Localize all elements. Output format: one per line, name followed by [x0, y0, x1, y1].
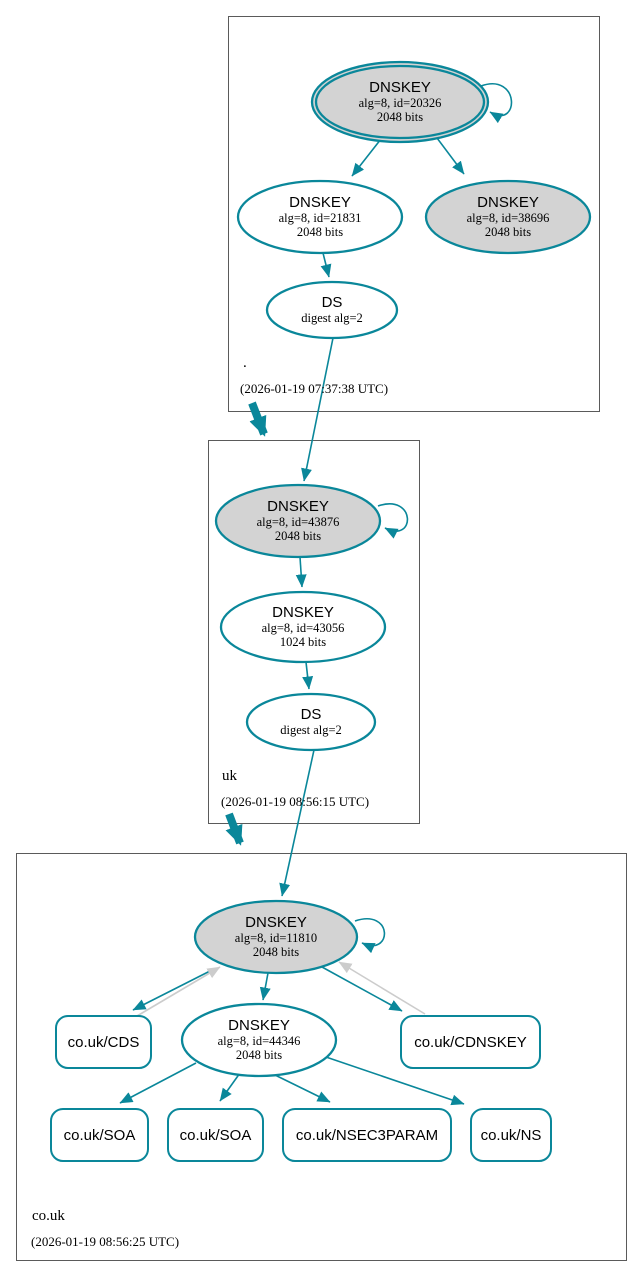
node-couk-zsk-ellipse[interactable] — [180, 1002, 338, 1078]
edge-rootds-to-ukksk — [301, 337, 334, 482]
edge-cds-to-coukksk-gray — [136, 966, 221, 1017]
node-title: DS — [321, 294, 343, 311]
node-uk-ds-ellipse[interactable] — [245, 692, 377, 752]
edge-rootzsk-to-rootds — [320, 252, 332, 278]
node-title: DNSKEY — [369, 79, 431, 96]
rrset-label: co.uk/NS — [480, 1126, 542, 1144]
node-bits: 2048 bits — [274, 529, 322, 543]
node-alg: alg=8, id=43876 — [256, 515, 340, 529]
node-root-ds-ellipse[interactable] — [265, 280, 399, 340]
node-couk-cdnskey[interactable]: co.uk/CDNSKEY — [400, 1015, 541, 1069]
node-alg: digest alg=2 — [280, 723, 342, 737]
node-title: DNSKEY — [228, 1017, 290, 1034]
cluster-couk-timestamp: (2026-01-19 08:56:25 UTC) — [31, 1234, 180, 1249]
node-title: DNSKEY — [272, 604, 334, 621]
node-alg: alg=8, id=44346 — [217, 1034, 301, 1048]
node-couk-soa-2[interactable]: co.uk/SOA — [167, 1108, 264, 1162]
rrset-label: co.uk/CDNSKEY — [414, 1033, 527, 1051]
edge-cluster-root-to-uk — [248, 401, 268, 437]
node-couk-zsk[interactable]: DNSKEY alg=8, id=44346 2048 bits — [169, 1017, 349, 1062]
node-couk-soa-1[interactable]: co.uk/SOA — [50, 1108, 149, 1162]
node-title: DS — [300, 706, 322, 723]
node-root-ksk2-ellipse[interactable] — [424, 179, 592, 255]
self-loop-couk-ksk — [354, 918, 386, 954]
node-couk-cds[interactable]: co.uk/CDS — [55, 1015, 152, 1069]
edge-coukksk-to-cdnskey — [321, 966, 403, 1012]
edge-ukksk-to-ukzsk — [295, 556, 307, 588]
node-root-ksk[interactable]: DNSKEY alg=8, id=20326 2048 bits — [310, 79, 490, 124]
node-alg: alg=8, id=43056 — [261, 621, 345, 635]
node-root-ds[interactable]: DS digest alg=2 — [252, 294, 412, 325]
cluster-uk-timestamp: (2026-01-19 08:56:15 UTC) — [221, 794, 370, 809]
node-bits: 1024 bits — [279, 635, 327, 649]
rrset-label: co.uk/NSEC3PARAM — [295, 1126, 439, 1144]
node-root-zsk-ellipse[interactable] — [236, 179, 404, 255]
edge-cdnskey-to-coukksk-gray — [338, 961, 426, 1015]
node-bits: 2048 bits — [235, 1048, 283, 1062]
node-bits: 2048 bits — [252, 945, 300, 959]
node-alg: alg=8, id=21831 — [278, 211, 362, 225]
edge-rootksk-to-rootzsk — [351, 138, 382, 177]
node-title: DNSKEY — [245, 914, 307, 931]
node-title: DNSKEY — [289, 194, 351, 211]
node-couk-nsec3param[interactable]: co.uk/NSEC3PARAM — [282, 1108, 452, 1162]
edge-coukksk-to-cds — [132, 969, 213, 1011]
node-uk-ds[interactable]: DS digest alg=2 — [231, 706, 391, 737]
cluster-uk — [208, 440, 420, 824]
node-uk-zsk-ellipse[interactable] — [219, 590, 387, 664]
edge-ukds-to-coukksk — [279, 749, 315, 897]
node-couk-ns[interactable]: co.uk/NS — [470, 1108, 552, 1162]
node-title: DNSKEY — [477, 194, 539, 211]
node-alg: alg=8, id=38696 — [466, 211, 550, 225]
cluster-couk-label: co.uk — [32, 1208, 65, 1224]
node-couk-ksk[interactable]: DNSKEY alg=8, id=11810 2048 bits — [186, 914, 366, 959]
cluster-uk-label: uk — [222, 768, 237, 784]
edge-coukzsk-to-soa2 — [219, 1072, 241, 1102]
node-uk-zsk[interactable]: DNSKEY alg=8, id=43056 1024 bits — [213, 604, 393, 649]
node-alg: alg=8, id=20326 — [358, 96, 442, 110]
rrset-label: co.uk/SOA — [63, 1126, 136, 1144]
node-uk-ksk-ellipse[interactable] — [214, 483, 382, 559]
node-alg: alg=8, id=11810 — [234, 931, 318, 945]
edge-cluster-uk-to-couk — [225, 812, 244, 846]
edge-coukksk-to-coukzsk — [259, 972, 271, 1001]
self-loop-root-ksk — [480, 83, 513, 124]
node-title: DNSKEY — [267, 498, 329, 515]
cluster-root-timestamp: (2026-01-19 07:37:38 UTC) — [240, 381, 389, 396]
node-bits: 2048 bits — [376, 110, 424, 124]
self-loop-uk-ksk — [377, 503, 409, 539]
edge-ukzsk-to-ukds — [302, 661, 314, 690]
node-root-ksk-ellipse-outer[interactable] — [310, 60, 490, 144]
node-bits: 2048 bits — [484, 225, 532, 239]
node-root-ksk-ellipse-inner — [314, 64, 486, 140]
rrset-label: co.uk/SOA — [179, 1126, 252, 1144]
cluster-couk — [16, 853, 627, 1261]
node-couk-ksk-ellipse[interactable] — [193, 899, 359, 975]
edge-coukzsk-to-ns — [322, 1055, 465, 1106]
edge-coukzsk-to-nsec3param — [274, 1074, 331, 1103]
cluster-root-label: . — [243, 355, 247, 371]
edge-rootksk-to-rootksk2 — [436, 137, 465, 175]
node-uk-ksk[interactable]: DNSKEY alg=8, id=43876 2048 bits — [208, 498, 388, 543]
cluster-root — [228, 16, 600, 412]
node-alg: digest alg=2 — [301, 311, 363, 325]
node-bits: 2048 bits — [296, 225, 344, 239]
edge-coukzsk-to-soa1 — [119, 1062, 197, 1104]
rrset-label: co.uk/CDS — [67, 1033, 140, 1051]
node-root-ksk2[interactable]: DNSKEY alg=8, id=38696 2048 bits — [418, 194, 598, 239]
node-root-zsk[interactable]: DNSKEY alg=8, id=21831 2048 bits — [230, 194, 410, 239]
